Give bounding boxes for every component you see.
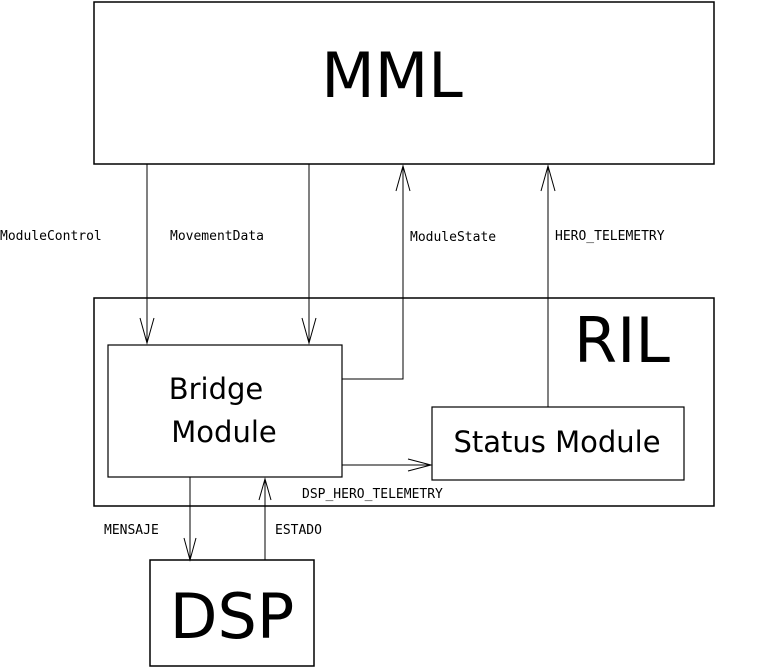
edge-dsp-hero-telemetry-label: DSP_HERO_TELEMETRY — [302, 487, 443, 502]
edge-movement-data: MovementData — [170, 164, 317, 345]
dsp-box — [149, 559, 315, 667]
status-module-node: Status Module — [431, 406, 685, 481]
bridge-module-label-line1: Bridge — [169, 372, 264, 406]
bridge-module-label-line2: Module — [171, 415, 276, 449]
edge-movement-data-arrowhead — [301, 317, 317, 345]
edge-hero-telemetry-arrowhead — [540, 164, 556, 192]
edge-estado: ESTADO — [258, 477, 322, 560]
edge-module-state-label: ModuleState — [410, 230, 496, 245]
edge-module-state: ModuleState — [342, 164, 496, 380]
edge-module-state-arrowhead — [395, 164, 411, 192]
edge-module-control-arrowhead — [139, 317, 155, 345]
edge-mensaje-arrowhead — [183, 537, 197, 562]
status-module-label: Status Module — [453, 425, 660, 459]
edge-hero-telemetry: HERO_TELEMETRY — [540, 164, 665, 407]
edge-mensaje-label: MENSAJE — [104, 523, 159, 538]
edge-module-control: ModuleControl — [0, 164, 155, 345]
mml-label: MML — [321, 39, 463, 112]
edge-mensaje: MENSAJE — [104, 477, 197, 562]
bridge-module-node: Bridge Module — [107, 344, 343, 478]
dsp-node: DSP — [149, 559, 315, 667]
edge-dsp-hero-telemetry-arrowhead — [407, 458, 433, 472]
status-module-box — [431, 406, 685, 481]
bridge-module-box — [107, 344, 343, 478]
mml-box — [93, 1, 715, 165]
edge-hero-telemetry-label: HERO_TELEMETRY — [555, 229, 665, 244]
edge-estado-label: ESTADO — [275, 523, 322, 538]
dsp-label: DSP — [170, 580, 294, 653]
edge-module-state-line — [342, 166, 404, 380]
edge-movement-data-label: MovementData — [170, 229, 264, 244]
edge-dsp-hero-telemetry: DSP_HERO_TELEMETRY — [302, 458, 443, 502]
edge-estado-arrowhead — [258, 477, 272, 501]
edge-module-control-label: ModuleControl — [0, 229, 102, 244]
ril-label: RIL — [574, 304, 670, 377]
mml-node: MML — [93, 1, 715, 165]
